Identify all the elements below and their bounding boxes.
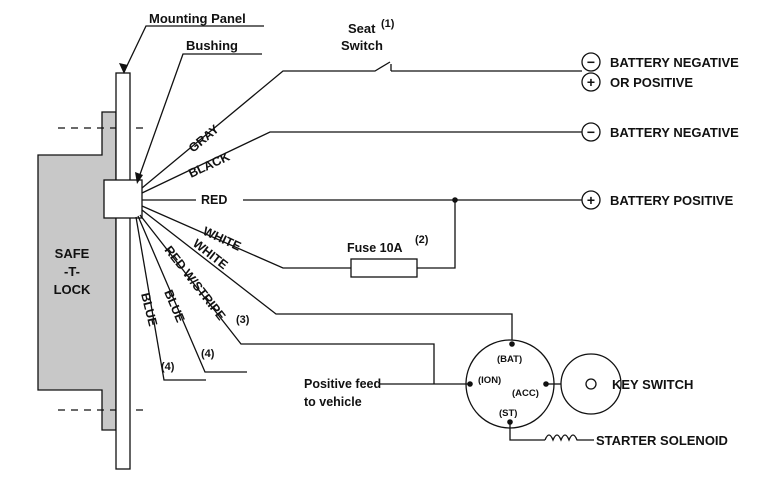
positive-feed-label-line2: to vehicle xyxy=(304,395,362,409)
mounting-panel-arrow xyxy=(119,63,128,74)
safe-label-line1: SAFE xyxy=(55,246,90,261)
terminal-battery-negative: − xyxy=(581,122,601,142)
key-cylinder-center xyxy=(585,378,597,390)
terminal-or-positive: + xyxy=(581,72,601,92)
key-switch-label: KEY SWITCH xyxy=(612,377,693,392)
bushing xyxy=(103,179,143,219)
terminal-battery-positive: + xyxy=(581,190,601,210)
terminal-symbol-4: + xyxy=(587,192,595,208)
terminal-battery-negative-top: − xyxy=(581,52,601,72)
terminal-symbol-3: − xyxy=(587,124,595,140)
red-wire-label: RED xyxy=(201,193,227,207)
red-stripe-note: (3) xyxy=(236,314,250,326)
bushing-leader xyxy=(137,53,262,181)
fuse-label: Fuse 10A xyxy=(347,241,403,255)
black-wire xyxy=(141,131,582,194)
key-terminal-bat-dot xyxy=(509,341,515,347)
seat-switch-note: (1) xyxy=(381,18,395,30)
white-wire-bat xyxy=(141,209,513,344)
terminal-label-1: BATTERY NEGATIVE xyxy=(610,55,739,70)
positive-feed-label-line1: Positive feed xyxy=(304,377,381,391)
key-terminal-ion-label: (ION) xyxy=(478,375,501,386)
mounting-panel-leader xyxy=(123,25,264,73)
terminal-label-2: OR POSITIVE xyxy=(610,75,693,90)
blue-wire-2-label: BLUE xyxy=(138,291,160,327)
blue-wire-1-label: BLUE xyxy=(161,288,187,325)
safe-label-line2: -T- xyxy=(64,264,80,279)
gray-wire xyxy=(141,61,391,189)
fuse xyxy=(350,258,418,278)
bushing-label: Bushing xyxy=(186,38,238,53)
bushing-arrow xyxy=(135,172,143,184)
terminal-label-4: BATTERY POSITIVE xyxy=(610,193,734,208)
fuse-note: (2) xyxy=(415,234,429,246)
terminal-symbol-1: − xyxy=(587,54,595,70)
mounting-panel xyxy=(115,72,131,470)
starter-wire xyxy=(509,422,545,441)
terminal-symbol-2: + xyxy=(587,74,595,90)
blue-wire-2 xyxy=(135,216,206,381)
key-terminal-acc-label: (ACC) xyxy=(512,388,539,399)
white-wire-fuse xyxy=(141,205,351,269)
blue-wire-1 xyxy=(137,215,247,373)
key-terminal-st-label: (ST) xyxy=(499,408,517,419)
seat-switch-label-line1: Seat xyxy=(348,21,376,36)
safe-label-line3: LOCK xyxy=(54,282,91,297)
fuse-to-red xyxy=(417,200,456,269)
solenoid-coil xyxy=(544,434,594,442)
red-stripe-wire xyxy=(139,214,435,384)
seat-switch-label-line2: Switch xyxy=(341,38,383,53)
starter-solenoid-label: STARTER SOLENOID xyxy=(596,433,728,448)
mounting-panel-label: Mounting Panel xyxy=(149,11,246,26)
key-terminal-bat-label: (BAT) xyxy=(497,354,522,365)
blue-note-a: (4) xyxy=(201,348,215,360)
terminal-label-3: BATTERY NEGATIVE xyxy=(610,125,739,140)
blue-note-b: (4) xyxy=(161,361,175,373)
